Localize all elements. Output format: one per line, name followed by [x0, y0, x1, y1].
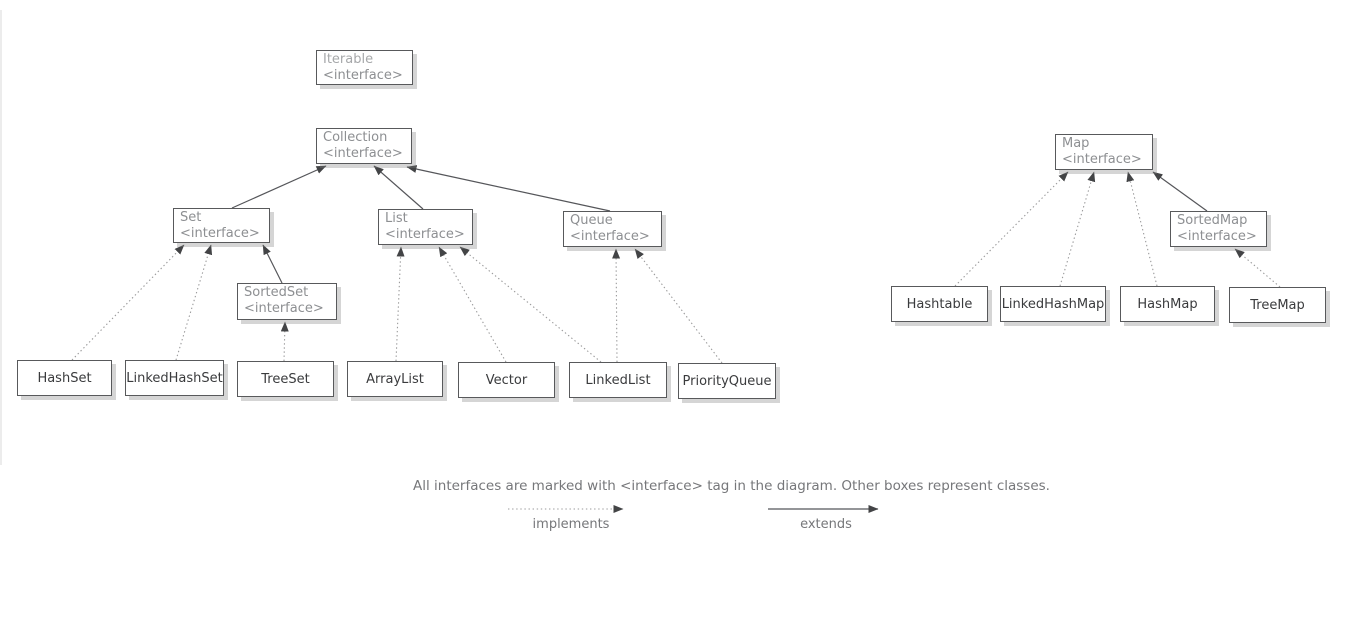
edge-sortedmap-map [1152, 171, 1208, 212]
class-box-linkedhashmap: LinkedHashMap [1000, 286, 1106, 322]
edge-set-collection [231, 165, 327, 209]
interface-tag: <interface> [323, 68, 403, 83]
interface-tag: <interface> [323, 146, 403, 161]
edge-vector-list [438, 246, 507, 363]
interface-box-list: List<interface> [378, 209, 473, 245]
edge-linkedlist-queue [612, 248, 621, 363]
interface-title: Map [1062, 136, 1090, 151]
edge-hashtable-map [954, 171, 1069, 287]
class-label: PriorityQueue [682, 373, 772, 389]
interface-title: Iterable [323, 52, 374, 67]
legend-extends-label: extends [800, 517, 852, 532]
interface-box-sortedmap: SortedMap<interface> [1170, 211, 1267, 247]
class-label: Hashtable [906, 296, 973, 312]
class-box-hashmap: HashMap [1120, 286, 1215, 322]
interface-box-iterable: Iterable<interface> [316, 50, 413, 85]
edge-treeset-sortedset [280, 321, 289, 362]
scan-artifact [0, 10, 2, 465]
class-box-treemap: TreeMap [1229, 287, 1326, 323]
interface-tag: <interface> [1062, 152, 1142, 167]
interface-title: List [385, 211, 408, 226]
legend-note: All interfaces are marked with <interfac… [413, 478, 1050, 494]
class-box-arraylist: ArrayList [347, 361, 443, 397]
interface-tag: <interface> [244, 301, 324, 316]
interface-title: SortedMap [1177, 213, 1248, 228]
interface-title: Collection [323, 130, 388, 145]
class-box-hashset: HashSet [17, 360, 112, 396]
interface-tag: <interface> [570, 229, 650, 244]
class-box-vector: Vector [458, 362, 555, 398]
class-label: TreeSet [261, 371, 310, 387]
edge-hashmap-map [1126, 171, 1158, 287]
class-box-priorityqueue: PriorityQueue [678, 363, 776, 399]
edge-priorityqueue-queue [634, 248, 723, 364]
edge-linkedhashmap-map [1059, 171, 1096, 287]
class-label: HashMap [1137, 296, 1198, 312]
class-label: LinkedList [585, 372, 651, 388]
class-label: TreeMap [1250, 297, 1305, 313]
class-box-treeset: TreeSet [237, 361, 334, 397]
class-label: ArrayList [366, 371, 424, 387]
class-box-linkedhashset: LinkedHashSet [125, 360, 224, 396]
edge-sortedset-set [262, 244, 283, 284]
interface-box-collection: Collection<interface> [316, 128, 412, 164]
edge-treemap-sortedmap [1234, 248, 1281, 288]
class-label: LinkedHashSet [126, 370, 223, 386]
interface-title: SortedSet [244, 285, 309, 300]
edge-linkedhashset-set [175, 244, 213, 361]
class-label: LinkedHashMap [1001, 296, 1105, 312]
interface-box-set: Set<interface> [173, 208, 270, 243]
class-box-hashtable: Hashtable [891, 286, 988, 322]
interface-title: Queue [570, 213, 613, 228]
edge-hashset-set [71, 244, 185, 361]
interface-box-map: Map<interface> [1055, 134, 1153, 170]
class-box-linkedlist: LinkedList [569, 362, 667, 398]
interface-box-queue: Queue<interface> [563, 211, 662, 247]
edge-linkedlist-list [459, 246, 602, 363]
class-label: Vector [485, 372, 528, 388]
interface-tag: <interface> [180, 226, 260, 241]
edge-queue-collection [406, 165, 611, 212]
interface-tag: <interface> [385, 227, 465, 242]
interface-tag: <interface> [1177, 229, 1257, 244]
interface-title: Set [180, 210, 202, 225]
legend-implements-label: implements [532, 517, 610, 532]
interface-box-sortedset: SortedSet<interface> [237, 283, 337, 320]
edge-list-collection [373, 165, 424, 210]
edge-arraylist-list [395, 246, 405, 362]
class-label: HashSet [37, 370, 92, 386]
